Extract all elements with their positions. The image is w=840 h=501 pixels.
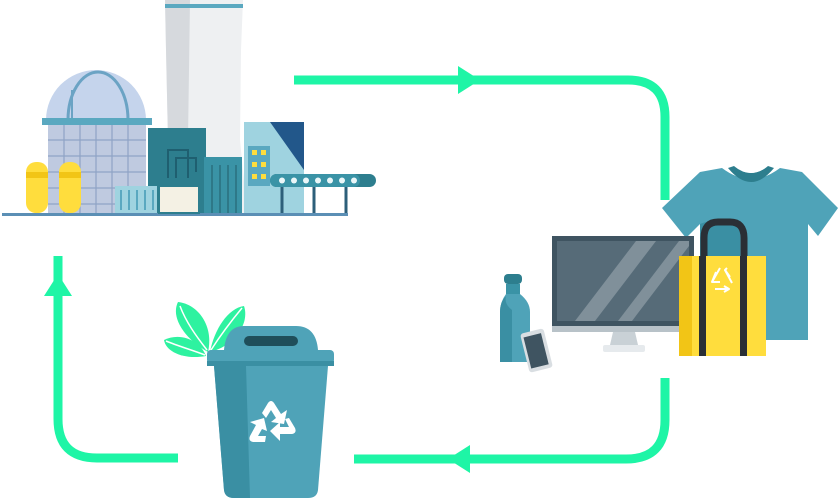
recycle-bin-icon [164,302,334,498]
recycling-plant-icon [2,0,376,216]
arrow-factory-to-products [294,75,670,200]
tote-bag-icon [679,218,766,356]
arrowhead-right-icon [458,66,480,94]
arrow-products-to-bin [354,378,670,464]
water-bottle-icon [500,274,530,362]
recycle-symbol-icon [249,401,296,442]
arrowhead-left-icon [448,445,470,473]
arrow-heads [44,66,480,473]
consumer-products-icon [500,166,838,373]
arrow-bin-to-factory [53,256,178,463]
smartphone-icon [520,328,553,373]
cycle-arrows [53,75,670,464]
recycle-symbol-icon [711,267,733,293]
arrowhead-up-icon [44,274,72,296]
monitor-icon [552,236,694,352]
